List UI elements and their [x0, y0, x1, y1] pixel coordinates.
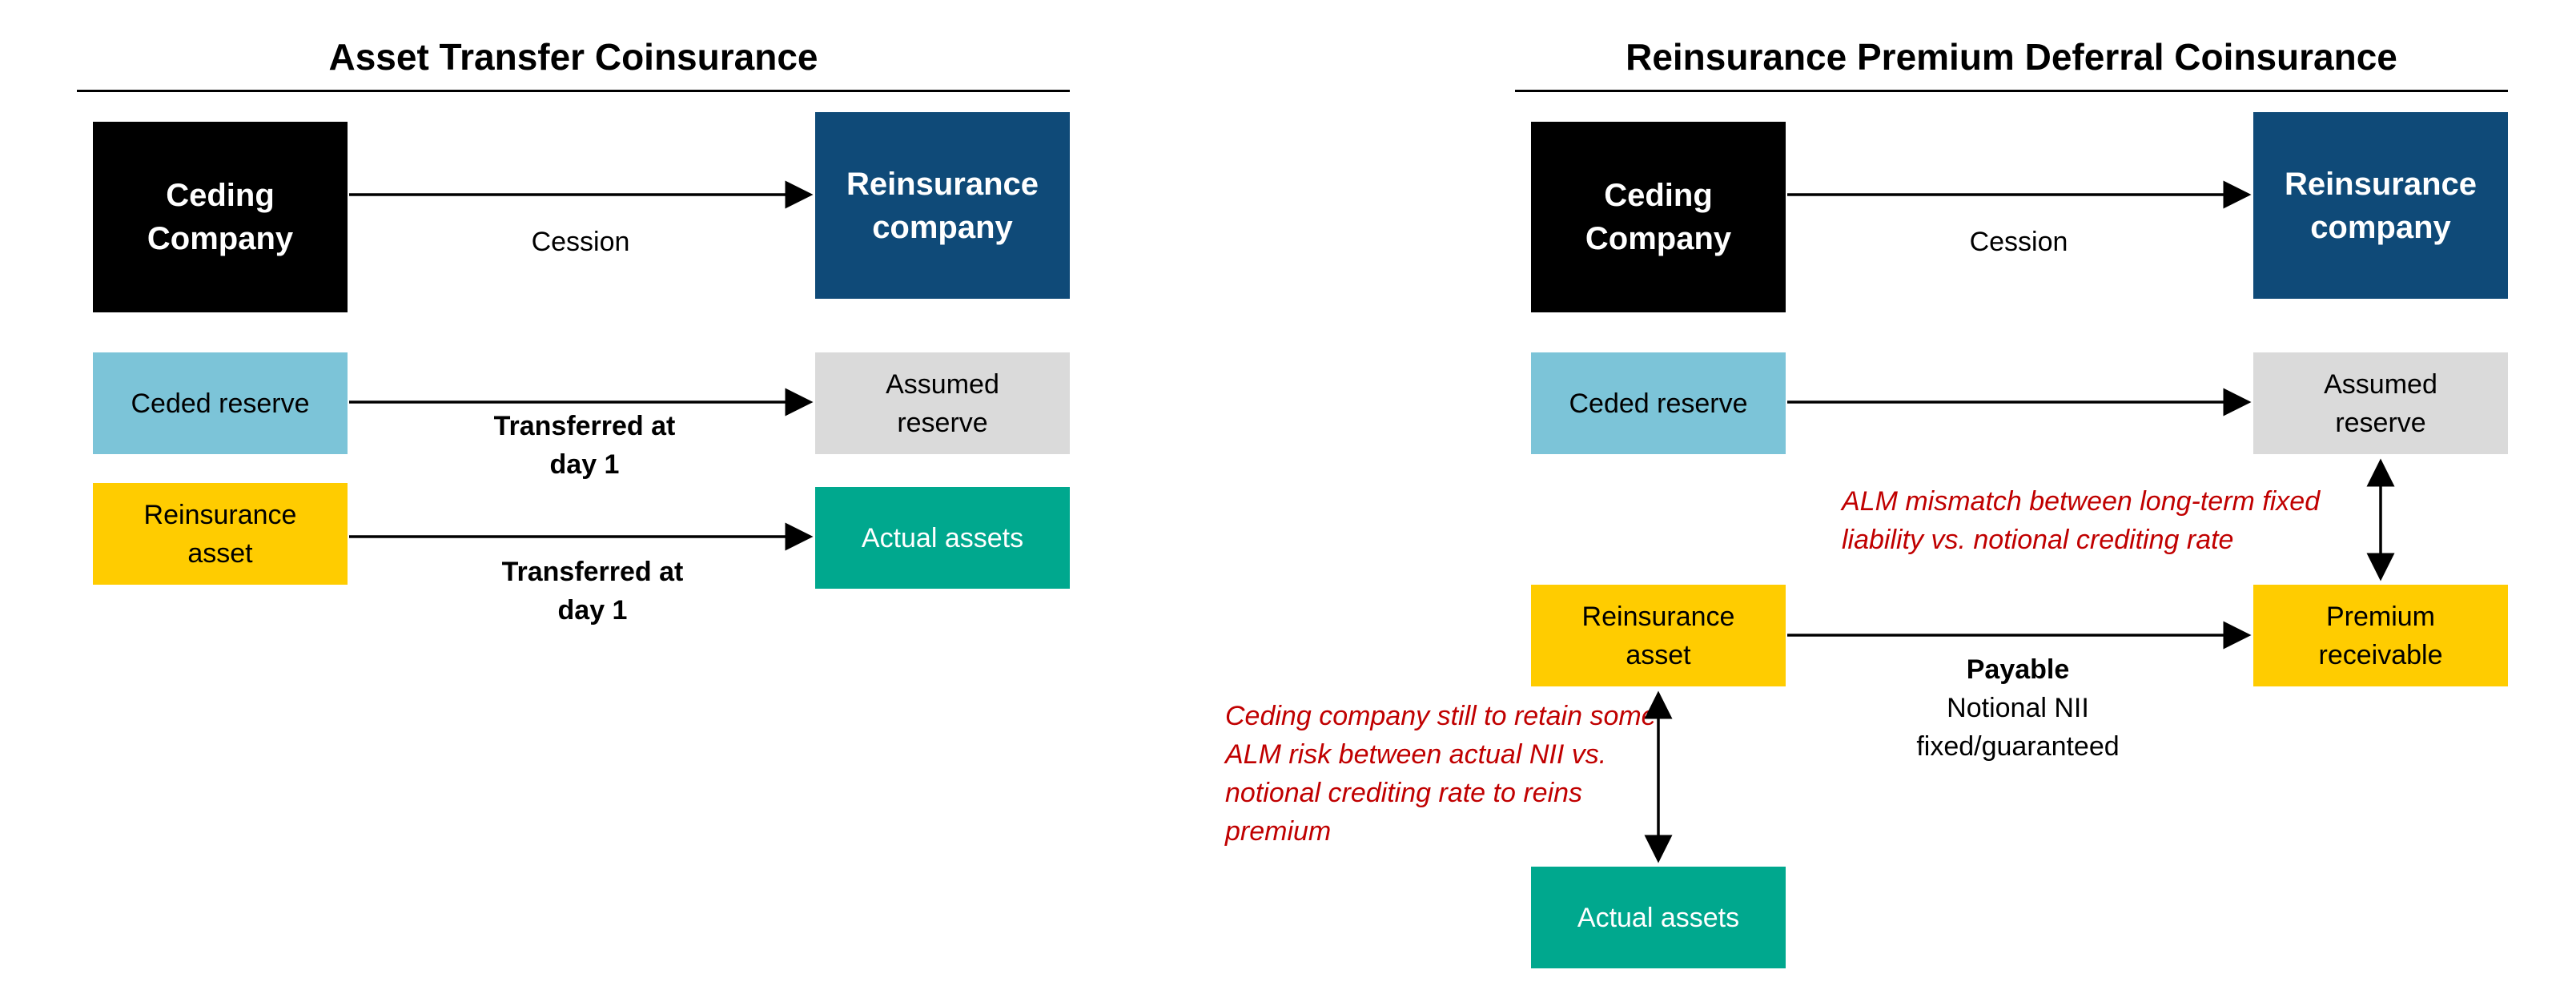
right-cession-label: Cession: [1969, 227, 2068, 257]
right-panel-title: Reinsurance Premium Deferral Coinsurance: [1626, 36, 2397, 78]
left-actual-assets-box: Actual assets: [815, 487, 1070, 589]
left-ceded-reserve-box: Ceded reserve: [93, 352, 348, 454]
left-assumed-reserve-box: Assumed reserve: [815, 352, 1070, 454]
left-ceded-reserve-label: Ceded reserve: [131, 388, 310, 419]
left-transfer-label-1: Transferred at day 1: [493, 411, 676, 480]
left-reinsurance-company-label: Reinsurance company: [846, 166, 1039, 245]
left-ceding-company-box: Ceding Company: [93, 122, 348, 312]
left-title-rule: [77, 90, 1070, 92]
right-assumed-reserve-box: Assumed reserve: [2253, 352, 2508, 454]
right-ceded-reserve-label: Ceded reserve: [1569, 388, 1748, 419]
right-assumed-reserve-label: Assumed reserve: [2324, 368, 2437, 438]
left-reinsurance-company-box: Reinsurance company: [815, 112, 1070, 299]
right-reinsurance-asset-label: Reinsurance asset: [1581, 601, 1735, 670]
payable-label: Payable: [1966, 654, 2070, 685]
right-ceding-company-box: Ceding Company: [1531, 122, 1786, 312]
left-reinsurance-asset-label: Reinsurance asset: [143, 499, 297, 569]
left-assumed-reserve-label: Assumed reserve: [886, 368, 999, 438]
left-transfer-label-2: Transferred at day 1: [501, 557, 684, 626]
right-actual-assets-label: Actual assets: [1577, 902, 1740, 933]
right-reinsurance-asset-box: Reinsurance asset: [1531, 585, 1786, 686]
alm-mismatch-note: ALM mismatch between long-term fixed lia…: [1842, 486, 2321, 555]
right-ceded-reserve-box: Ceded reserve: [1531, 352, 1786, 454]
left-ceding-company-label: Ceding Company: [147, 178, 294, 256]
payable-sub-label: Notional NII fixed/guaranteed: [1916, 693, 2120, 762]
left-reinsurance-asset-box: Reinsurance asset: [93, 483, 348, 585]
right-reinsurance-company-label: Reinsurance company: [2284, 166, 2478, 245]
premium-receivable-box: Premium receivable: [2253, 585, 2508, 686]
right-title-rule: [1515, 90, 2508, 92]
left-panel-title: Asset Transfer Coinsurance: [328, 36, 818, 78]
right-reinsurance-company-box: Reinsurance company: [2253, 112, 2508, 299]
ceding-risk-note: Ceding company still to retain some ALM …: [1225, 701, 1657, 847]
premium-receivable-label: Premium receivable: [2318, 601, 2443, 670]
right-ceding-company-label: Ceding Company: [1585, 178, 1732, 256]
right-actual-assets-box: Actual assets: [1531, 867, 1786, 968]
left-actual-assets-label: Actual assets: [861, 522, 1024, 553]
payable-label-group: Payable Notional NII fixed/guaranteed: [1874, 650, 2162, 766]
left-cession-label: Cession: [531, 227, 630, 257]
